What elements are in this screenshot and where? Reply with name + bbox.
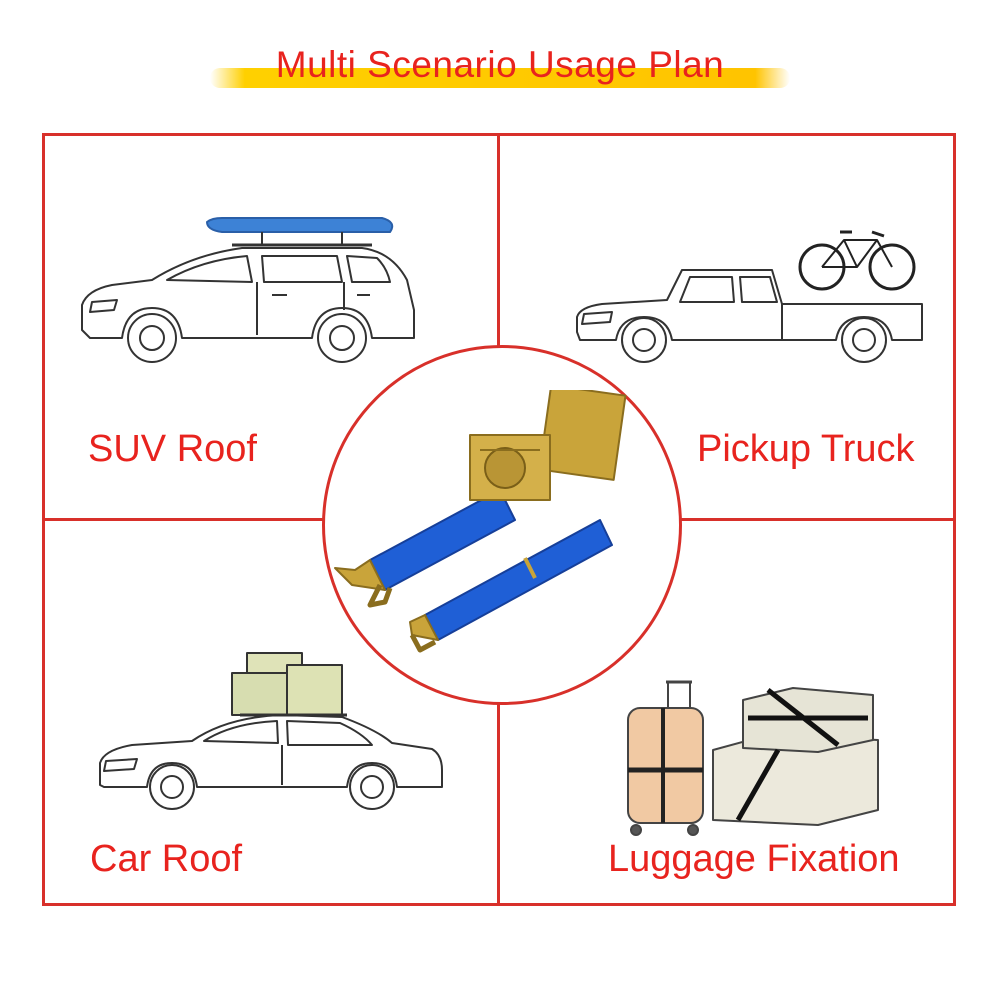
ratchet-strap-product-image <box>334 390 627 653</box>
suv-with-surfboard-illustration <box>81 217 415 363</box>
page-title: Multi Scenario Usage Plan <box>275 44 725 85</box>
label-pickup-truck: Pickup Truck <box>697 428 915 470</box>
title-banner: Multi Scenario Usage Plan <box>210 38 790 98</box>
label-car-roof: Car Roof <box>90 838 243 880</box>
label-suv-roof: SUV Roof <box>88 428 257 470</box>
title-highlight <box>210 68 790 88</box>
label-luggage-fixation: Luggage Fixation <box>608 838 900 880</box>
pickup-truck-with-bicycle-illustration <box>576 230 923 363</box>
car-with-roof-boxes-illustration <box>99 652 443 810</box>
luggage-and-boxes-illustration <box>627 680 879 836</box>
